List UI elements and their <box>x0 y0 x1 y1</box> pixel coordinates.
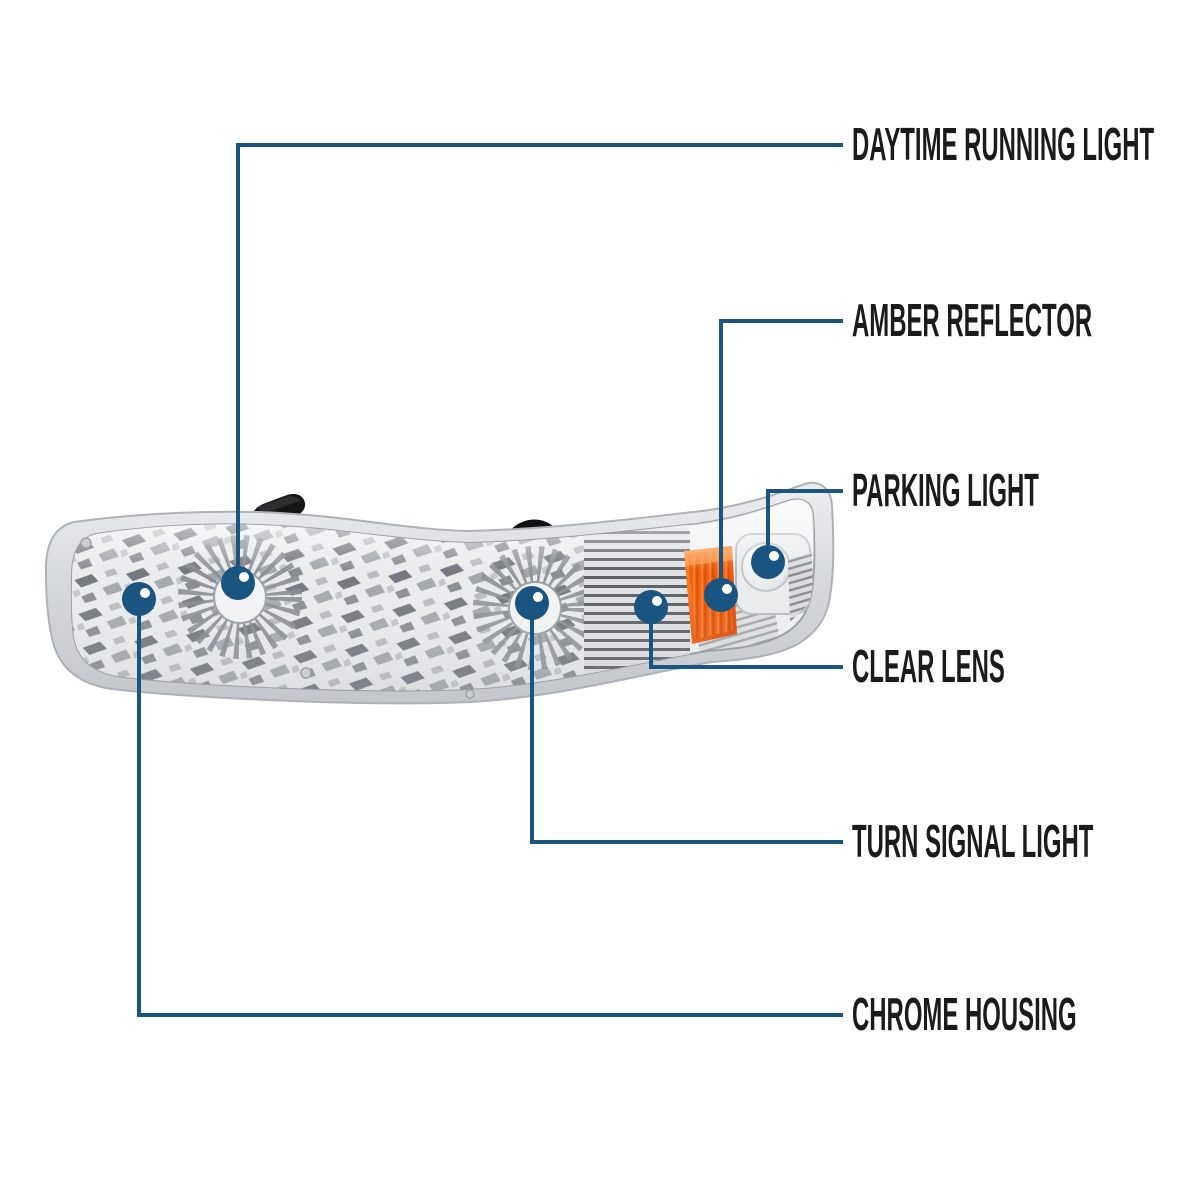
callout-line-turn-signal-light <box>530 603 843 844</box>
callout-dot-chrome-housing <box>122 582 156 616</box>
callout-dot-clear-lens <box>634 590 668 624</box>
callout-label-text: CLEAR LENS <box>852 640 1005 693</box>
screw-detail <box>80 537 92 549</box>
callout-label-turn-signal-light: TURN SIGNAL LIGHT <box>852 818 1200 864</box>
callout-line-parking-light <box>766 489 843 562</box>
callout-dot-highlight-chrome-housing <box>140 588 150 598</box>
callout-dot-highlight-amber-reflector <box>722 584 732 594</box>
callout-dot-amber-reflector <box>704 578 738 612</box>
callout-label-daytime-running-light: DAYTIME RUNNING LIGHT <box>852 121 1200 167</box>
callout-label-amber-reflector: AMBER REFLECTOR <box>852 297 1200 343</box>
screw-detail <box>465 689 475 699</box>
callout-label-clear-lens: CLEAR LENS <box>852 643 1146 689</box>
callout-label-text: CHROME HOUSING <box>852 988 1077 1041</box>
callout-label-chrome-housing: CHROME HOUSING <box>852 991 1200 1037</box>
callout-line-chrome-housing <box>137 599 843 1017</box>
callout-label-text: TURN SIGNAL LIGHT <box>852 815 1094 868</box>
screw-detail <box>300 667 312 679</box>
callout-label-text: AMBER REFLECTOR <box>852 294 1093 347</box>
callout-line-daytime-running-light <box>236 143 843 583</box>
callout-dot-turn-signal-light <box>515 586 549 620</box>
callout-dot-parking-light <box>751 545 785 579</box>
callout-dot-highlight-turn-signal-light <box>533 592 543 602</box>
callout-dot-highlight-daytime-running-light <box>239 572 249 582</box>
callout-label-parking-light: PARKING LIGHT <box>852 467 1200 513</box>
callout-line-amber-reflector <box>719 319 843 595</box>
callout-dot-highlight-clear-lens <box>652 596 662 606</box>
callout-line-clear-lens <box>649 607 843 669</box>
callout-dot-daytime-running-light <box>221 566 255 600</box>
callout-label-text: DAYTIME RUNNING LIGHT <box>852 118 1155 171</box>
callout-dot-highlight-parking-light <box>769 551 779 561</box>
callout-label-text: PARKING LIGHT <box>852 464 1039 517</box>
